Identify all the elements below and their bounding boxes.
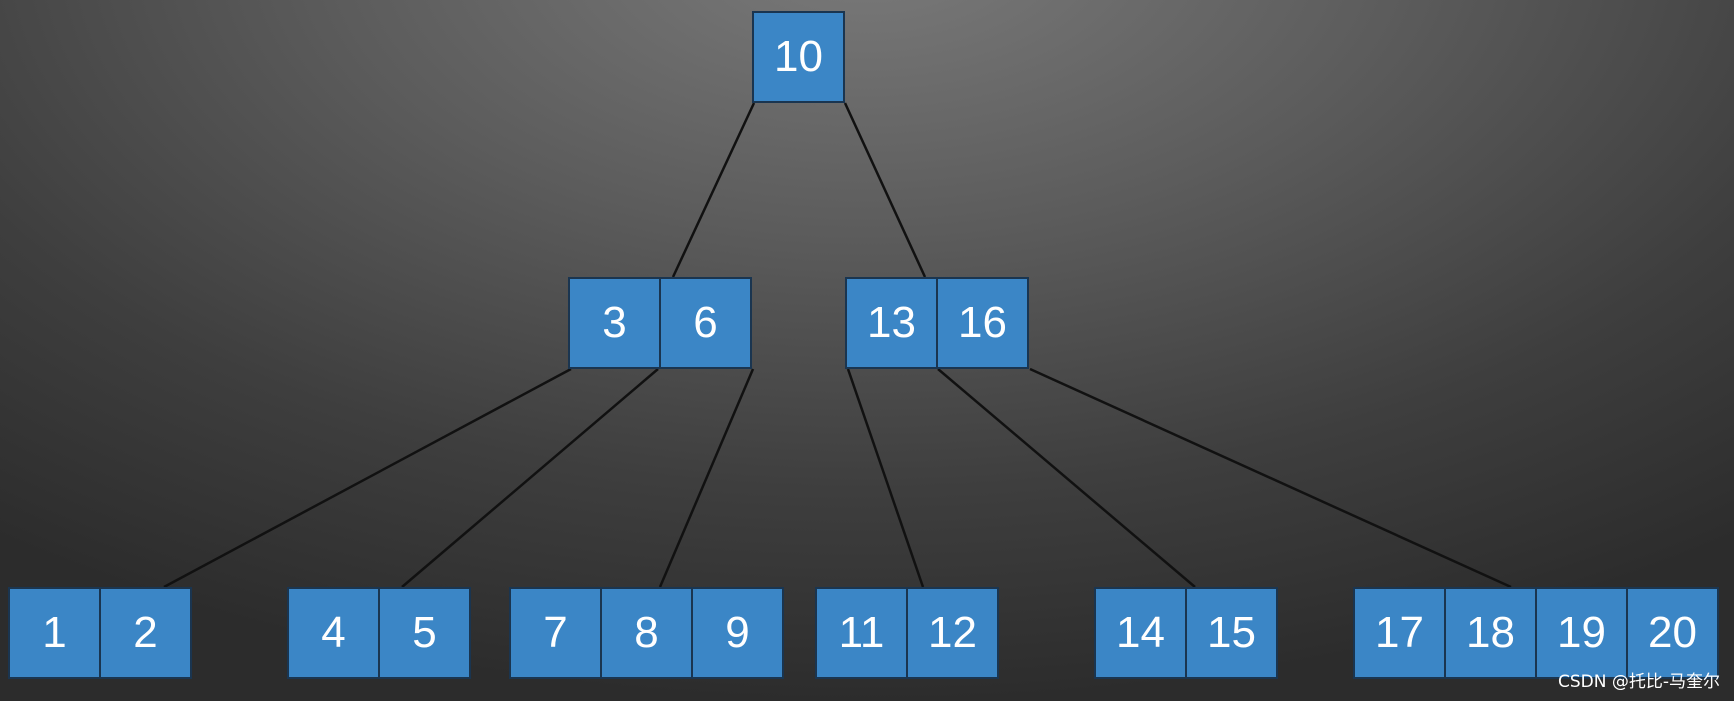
- watermark: CSDN @托比-马奎尔: [1557, 672, 1720, 692]
- key-cell: 17: [1353, 587, 1446, 679]
- key-cell: 4: [287, 587, 380, 679]
- key-cell: 14: [1094, 587, 1187, 679]
- edge-root-to-n-13-16: [843, 102, 927, 278]
- key-cell: 15: [1185, 587, 1278, 679]
- key-cell: 12: [906, 587, 999, 679]
- edge-n-3-6-to-n-7-8-9: [658, 368, 755, 588]
- key-cell: 16: [936, 277, 1029, 369]
- edge-n-3-6-to-n-4-5: [401, 368, 659, 588]
- key-cell: 6: [659, 277, 752, 369]
- key-cell: 3: [568, 277, 661, 369]
- edge-n-13-16-to-n-17-20: [1029, 367, 1512, 589]
- key-cell: 19: [1535, 587, 1628, 679]
- key-cell: 13: [845, 277, 938, 369]
- edge-root-to-n-3-6: [671, 102, 756, 278]
- key-cell: 2: [99, 587, 192, 679]
- key-cell: 18: [1444, 587, 1537, 679]
- key-cell: 10: [752, 11, 845, 103]
- tree-node-root: 10: [752, 11, 845, 103]
- key-cell: 20: [1626, 587, 1719, 679]
- edge-n-3-6-to-n-1-2: [163, 367, 572, 589]
- key-cell: 7: [509, 587, 602, 679]
- key-cell: 9: [691, 587, 784, 679]
- key-cell: 1: [8, 587, 101, 679]
- edge-n-13-16-to-n-11-12: [846, 368, 925, 588]
- key-cell: 8: [600, 587, 693, 679]
- key-cell: 11: [815, 587, 908, 679]
- edge-n-13-16-to-n-14-15: [937, 368, 1196, 588]
- key-cell: 5: [378, 587, 471, 679]
